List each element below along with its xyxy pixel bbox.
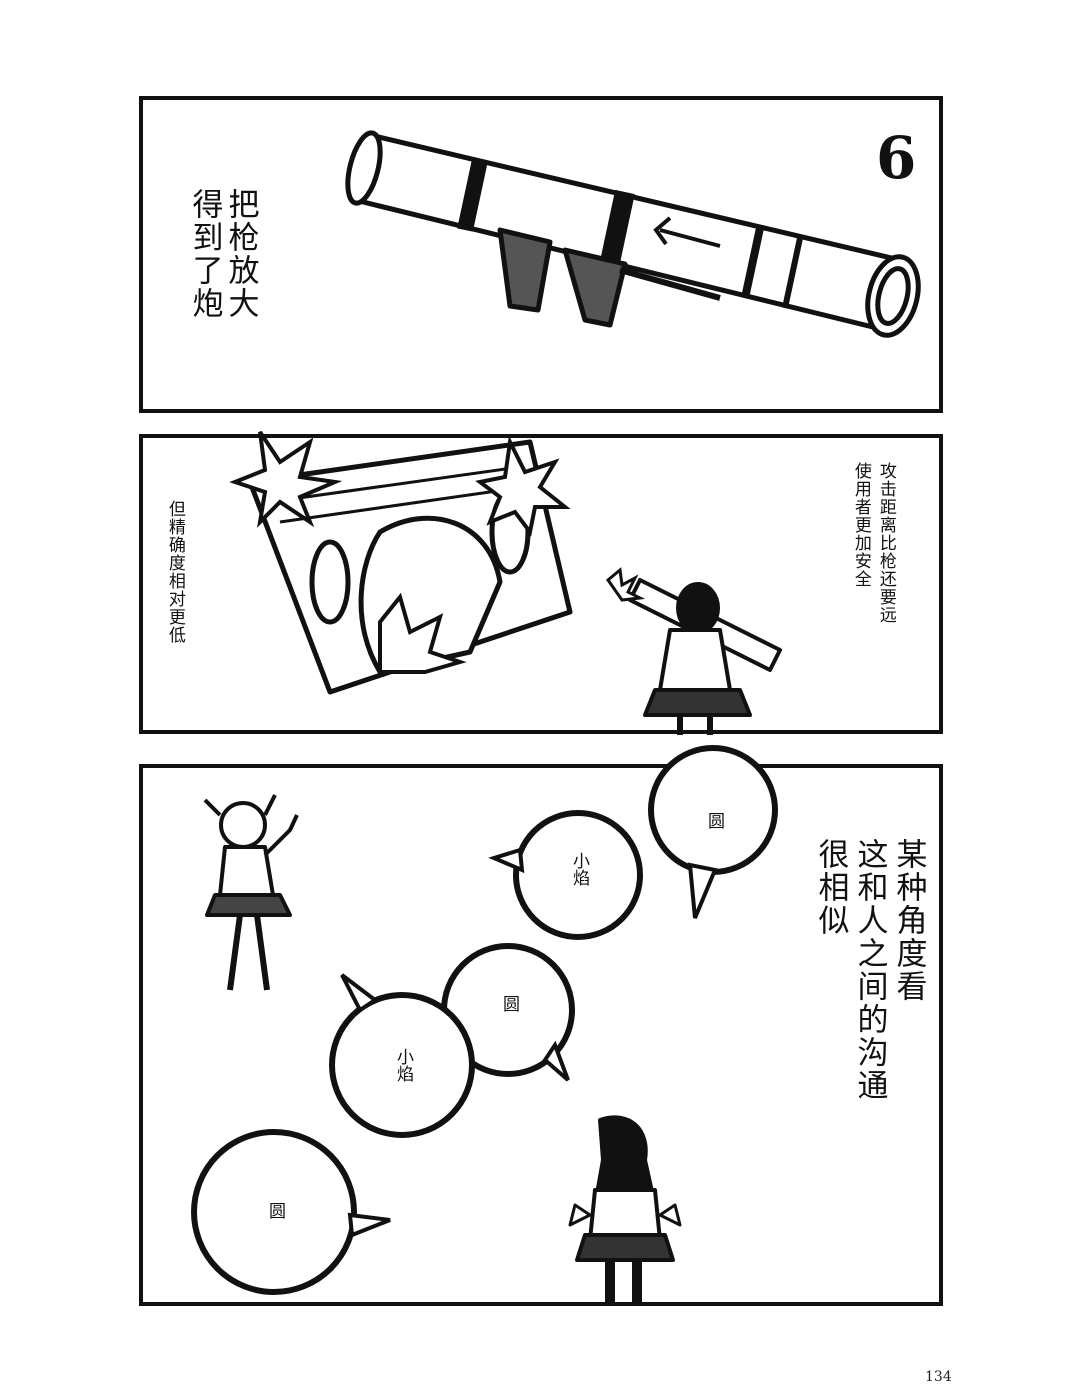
homura-with-bazooka [605, 567, 782, 735]
caption-line-2: 这和人之间的沟通 [851, 838, 888, 1102]
bubble-madoka-2: 圆 [499, 995, 519, 1012]
caption-line-2: 得到了炮 [186, 188, 223, 320]
bazooka-illustration [345, 130, 921, 338]
caption-line-1: 某种角度看 [890, 838, 927, 1003]
caption-line-3: 很相似 [812, 838, 849, 937]
bubble-madoka-3: 圆 [265, 1202, 285, 1219]
bubble-madoka-1: 圆 [704, 812, 724, 829]
bubble-homura-1: 小焰 [569, 852, 589, 886]
caption-right-line-2: 使用者更加安全 [850, 462, 871, 588]
homura-back-view [568, 1115, 682, 1305]
madoka-waving [203, 794, 299, 991]
building-explosion-illustration [229, 430, 573, 695]
caption-right-line-1: 攻击距离比枪还要远 [875, 462, 896, 624]
page-number: 134 [925, 1369, 952, 1385]
bubble-homura-2: 小焰 [393, 1048, 413, 1082]
caption-line-1: 把枪放大 [222, 188, 259, 320]
chapter-number: 6 [876, 124, 917, 192]
caption-left: 但精确度相对更低 [164, 500, 185, 644]
